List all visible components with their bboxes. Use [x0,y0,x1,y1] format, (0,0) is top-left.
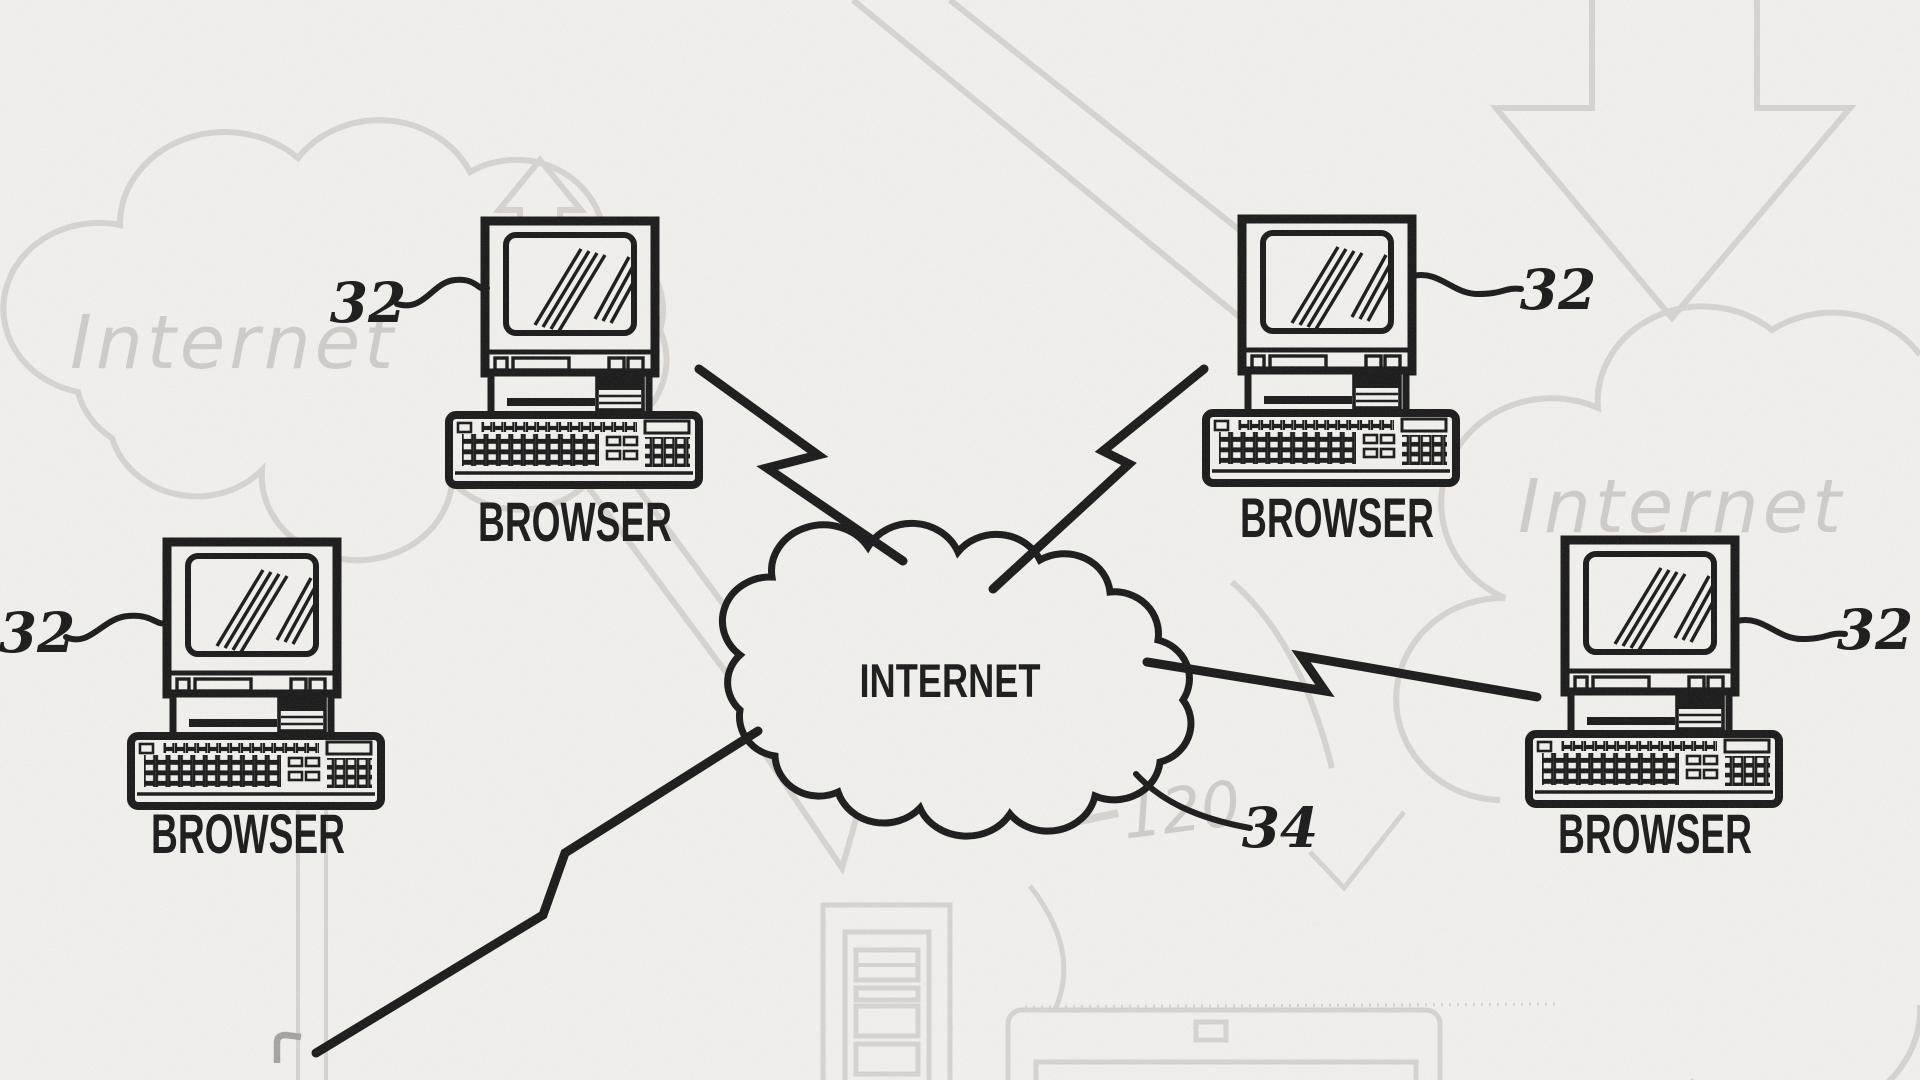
diagram-canvas: Internet Internet 120 INTERNET BROWSER B… [0,0,1920,1080]
scan-grain-overlay [0,0,1920,1080]
patent-figure-page: Internet Internet 120 INTERNET BROWSER B… [0,0,1920,1080]
